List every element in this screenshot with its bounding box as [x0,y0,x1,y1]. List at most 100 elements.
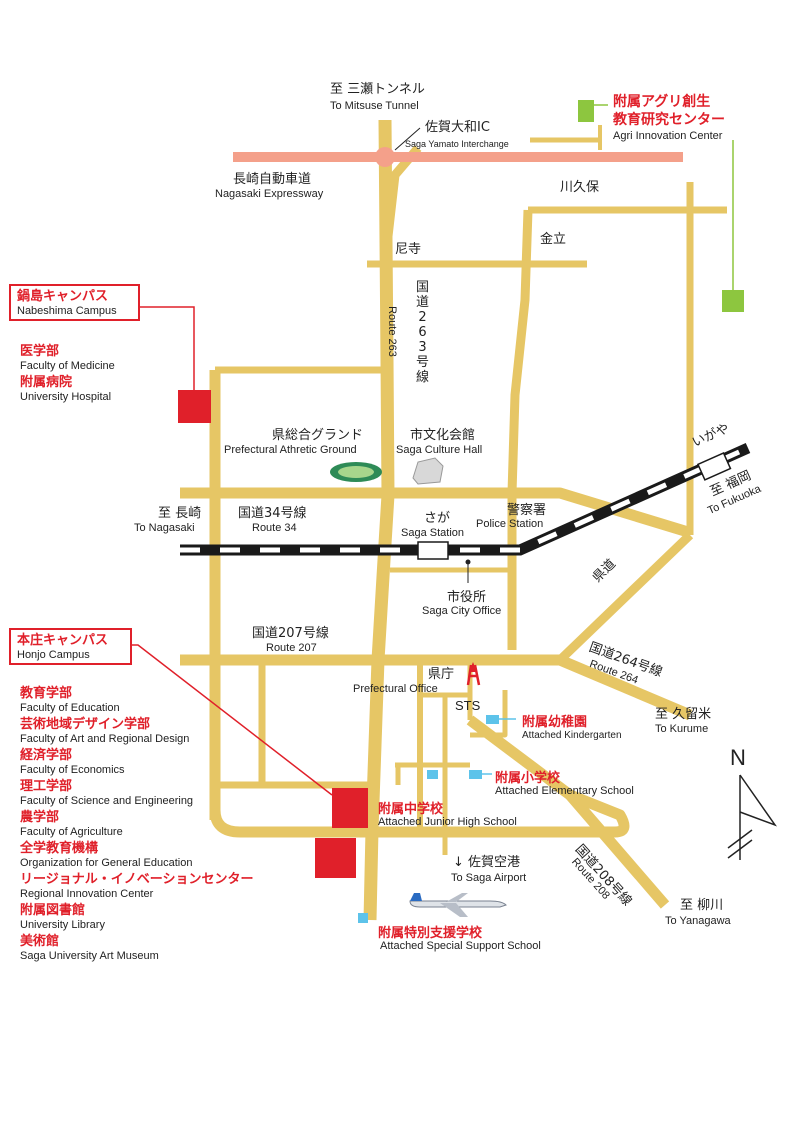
mitsuse-label: 至 三瀬トンネル [330,82,425,97]
honjo-inner-road [258,660,372,789]
kindergarten-label-en: Attached Kindergarten [522,730,622,741]
junior-marker [427,770,438,779]
road-network [180,119,727,921]
faculty-jp: 全学教育機構 [20,841,99,856]
nabeshima-campus-box: 鍋島キャンパス Nabeshima Campus [9,284,140,321]
faculty-jp: リージョナル・イノベーションセンター [20,872,254,887]
faculty-en: Saga University Art Museum [20,950,159,962]
faculty-en: University Hospital [20,391,112,403]
elementary-label-en: Attached Elementary School [495,785,634,797]
interchange-marker [375,147,395,167]
saga-station-box [417,541,449,560]
railway [180,442,751,560]
yanagawa-label-en: To Yanagawa [665,915,731,927]
special-label: 附属特別支援学校 [378,926,483,941]
airport-label: ↓ 佐賀空港 [453,855,521,870]
honjo-title-en: Honjo Campus [17,649,90,661]
athletic-label-en: Prefectural Athretic Ground [224,444,357,456]
culture-label: 市文化会館 [410,428,476,443]
nabeshima-campus-block [178,390,211,423]
faculty-en: University Library [20,919,105,931]
ic-label: 佐賀大和IC [425,120,490,135]
faculty-jp: 農学部 [20,810,60,825]
local-road-f [470,690,508,738]
expressway-label: 長崎自動車道 [233,172,312,187]
nagasaki-label-en: To Nagasaki [134,522,195,534]
nabeshima-leader [128,306,195,390]
route-207-label-en: Route 207 [266,642,317,654]
agri-center-block-2 [722,290,744,312]
north-arrow [727,774,777,860]
faculty-jp: 美術館 [20,934,60,949]
airport-label-en: To Saga Airport [451,872,527,884]
culture-label-en: Saga Culture Hall [396,444,483,456]
pref-office-label-en: Prefectural Office [353,683,438,695]
athletic-label: 県総合グランド [272,428,364,443]
interchange-leader [394,127,421,151]
faculty-jp: 教育学部 [20,686,73,701]
sts-label: STS [455,698,481,713]
nabeshima-title-en: Nabeshima Campus [17,305,117,317]
pref-office-label: 県庁 [428,667,455,682]
police-label: 警察署 [507,503,547,518]
city-office-label: 市役所 [447,590,487,605]
kurume-label-en: To Kurume [655,723,709,735]
yanagawa-label: 至 柳川 [680,898,724,913]
faculty-en: Faculty of Art and Regional Design [20,733,190,745]
honjo-faculty-list: 教育学部 Faculty of Education 芸術地域デザイン学部 Fac… [20,686,253,965]
agri-label-1: 附属アグリ創生 [613,94,711,110]
faculty-jp: 附属病院 [20,375,73,390]
faculty-en: Faculty of Science and Engineering [20,795,194,807]
faculty-en: Faculty of Agriculture [20,826,123,838]
expressway-label-en: Nagasaki Expressway [215,188,324,200]
nabeshima-faculty-list: 医学部 Faculty of Medicine 附属病院 University … [20,344,115,406]
station-label-en: Saga Station [401,527,464,539]
faculty-jp: 理工学部 [20,779,73,794]
airplane-icon [409,893,507,917]
junior-label: 附属中学校 [378,802,444,817]
nabeshima-title: 鍋島キャンパス [17,289,109,304]
honjo-ring [209,789,630,838]
station-label: さが [424,511,451,526]
kindergarten-marker [486,715,499,724]
culture-hall-icon [412,457,444,485]
honjo-campus-block-2 [315,838,356,878]
kawakubo-label: 川久保 [560,180,600,195]
special-marker [358,913,368,923]
faculty-en: Faculty of Economics [20,764,125,776]
route-264-road [557,654,693,721]
kindergarten-label: 附属幼稚園 [522,715,588,730]
faculty-en: Regional Innovation Center [20,888,154,900]
police-label-en: Police Station [476,518,544,530]
kanatsu-label: 金立 [540,232,567,247]
elementary-marker [469,770,482,779]
railway-dashes [180,445,750,553]
kanatsu-road [507,209,533,650]
route-34-label: 国道34号線 [238,506,307,521]
junior-label-en: Attached Junior High School [378,816,517,828]
route-34-label-en: Route 34 [252,522,297,534]
agri-label-en: Agri Innovation Center [613,130,723,142]
route-263-label: 国道263号線 [415,280,429,385]
kurume-label: 至 久留米 [655,707,712,722]
elementary-label: 附属小学校 [495,771,561,786]
mitsuse-label-en: To Mitsuse Tunnel [330,100,419,112]
nagasaki-label: 至 長崎 [158,506,202,521]
honjo-title: 本庄キャンパス [17,633,109,648]
faculty-en: Faculty of Education [20,702,120,714]
athletic-ground-icon [330,462,382,482]
route-263-label-en: Route 263 [385,306,398,357]
city-office-label-en: Saga City Office [422,605,502,617]
honjo-campus-box: 本庄キャンパス Honjo Campus [9,628,132,665]
igaya-station-box [696,452,732,481]
faculty-en: Faculty of Medicine [20,360,115,372]
faculty-jp: 医学部 [20,344,60,359]
faculty-jp: 附属図書館 [20,903,86,918]
north-label: N [730,745,746,770]
agri-center-block-1 [578,100,594,122]
prefectural-road [556,531,694,664]
route-34-road [180,487,690,538]
route-207-label: 国道207号線 [252,626,329,641]
faculty-jp: 芸術地域デザイン学部 [20,717,151,732]
ic-label-en: Saga Yamato Interchange [405,139,509,149]
